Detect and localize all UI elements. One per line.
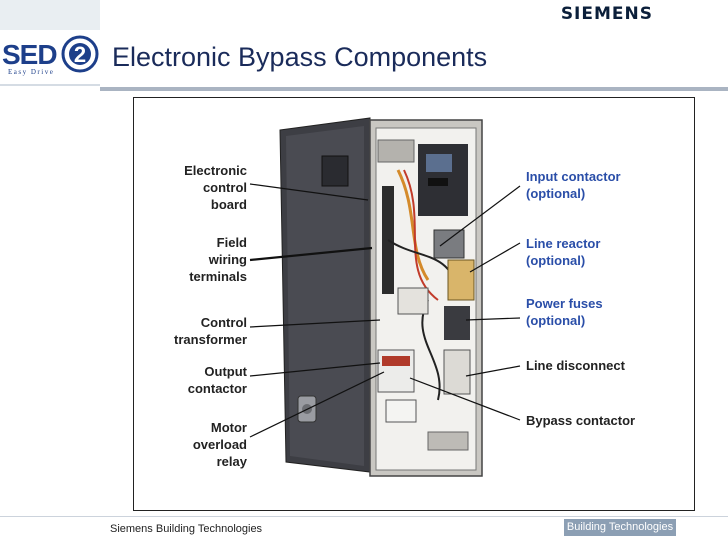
label-bypass-contactor: Bypass contactor xyxy=(526,412,635,429)
top-band xyxy=(0,0,728,30)
label-input-contactor: Input contactor (optional) xyxy=(526,168,621,202)
label-line: Line disconnect xyxy=(526,358,625,373)
label-line: contactor xyxy=(187,381,247,396)
label-electronic-control-board: Electronic control board xyxy=(160,162,247,213)
label-line: Input contactor xyxy=(526,169,621,184)
label-line: (optional) xyxy=(526,313,586,328)
label-line: wiring xyxy=(208,252,247,267)
slide-title: Electronic Bypass Components xyxy=(112,42,488,72)
label-line: Bypass contactor xyxy=(526,413,636,428)
label-line: transformer xyxy=(174,332,247,347)
label-line: (optional) xyxy=(526,253,586,268)
label-line: Motor xyxy=(210,420,247,435)
label-line: (optional) xyxy=(526,186,586,201)
label-output-contactor: Output contactor xyxy=(160,363,247,397)
label-line: Output xyxy=(204,364,247,379)
label-line-reactor: Line reactor (optional) xyxy=(526,235,600,269)
label-line: terminals xyxy=(189,269,247,284)
bypass-cabinet-image xyxy=(279,117,483,477)
footer-company: Siemens Building Technologies xyxy=(110,523,263,535)
label-motor-overload-relay: Motor overload relay xyxy=(160,419,247,470)
label-field-wiring-terminals: Field wiring terminals xyxy=(160,234,247,285)
siemens-brand: SIEMENS xyxy=(560,4,653,24)
label-power-fuses: Power fuses (optional) xyxy=(526,295,603,329)
top-band-shade xyxy=(0,0,100,30)
label-line: Line reactor xyxy=(526,236,601,251)
label-line: Power fuses xyxy=(526,296,603,311)
logo-subtitle: Easy Drive xyxy=(8,68,54,76)
label-line: overload xyxy=(192,437,247,452)
label-line: board xyxy=(210,197,247,212)
label-line: relay xyxy=(216,454,247,469)
label-line: control xyxy=(202,180,247,195)
label-line: Field xyxy=(216,235,247,250)
header-rule-left xyxy=(0,84,100,86)
header-rule xyxy=(100,87,728,91)
label-control-transformer: Control transformer xyxy=(150,314,247,348)
label-line: Control xyxy=(200,315,247,330)
logo-number: 2 xyxy=(74,42,86,67)
logo-text: SED xyxy=(2,39,57,70)
footer-rule xyxy=(0,516,728,517)
label-line: Electronic xyxy=(184,163,247,178)
label-line-disconnect: Line disconnect xyxy=(526,357,625,374)
sed2-logo: SED 2 Easy Drive xyxy=(0,34,104,78)
footer-badge: Building Technologies xyxy=(564,519,676,536)
